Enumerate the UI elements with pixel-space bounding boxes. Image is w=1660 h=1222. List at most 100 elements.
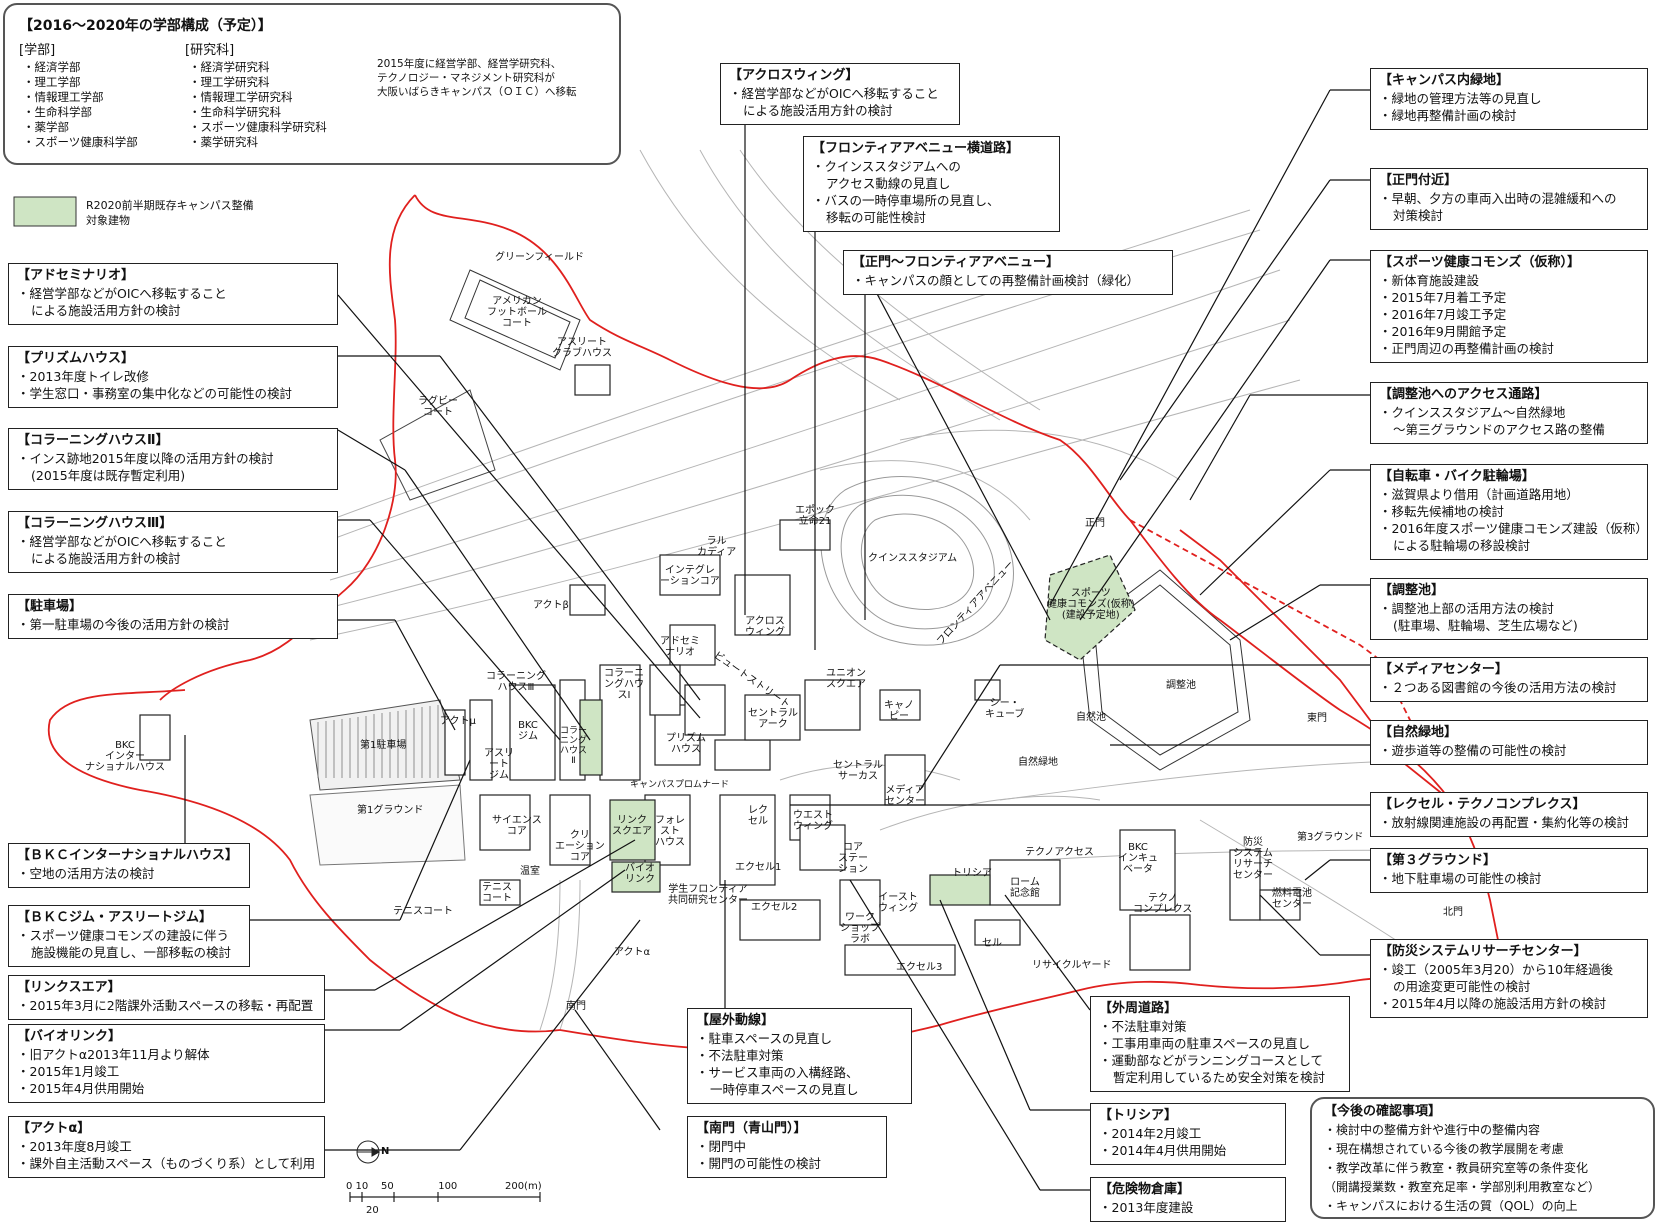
callout-item: 2015年4月供用開始 bbox=[17, 1080, 316, 1097]
label-north-gate: 北門 bbox=[1443, 907, 1463, 918]
grad-heading: [研究科] bbox=[185, 43, 235, 58]
label-line: ジム bbox=[489, 770, 509, 781]
callout-title: 【正門～フロンティアアベニュー】 bbox=[852, 255, 1059, 270]
callout-item: ２つある図書館の今後の活用方法の検討 bbox=[1379, 679, 1639, 696]
callout-rexel-techno: 【レクセル・テクノコンプレクス】 放射線関連施設の再配置・集約化等の検討 bbox=[1370, 792, 1648, 837]
regulating-pond bbox=[1079, 569, 1251, 771]
callout-pond-access: 【調整池へのアクセス通路】 クインススタジアム～自然緑地～第三グラウンドのアクセ… bbox=[1370, 382, 1648, 444]
callout-item: 竣工（2005年3月20）から10年経過後 bbox=[1379, 961, 1639, 978]
target-buildings bbox=[579, 699, 991, 906]
label-athlete-clubhouse: アスリートクラブハウス bbox=[552, 337, 612, 359]
label-line: バイオ bbox=[625, 863, 655, 874]
callout-title: 【正門付近】 bbox=[1379, 173, 1458, 188]
label-line: コラーニ bbox=[604, 668, 644, 679]
label-frontier-center: 学生フロンティア共同研究センター bbox=[668, 884, 748, 906]
callout-item: 不法駐車対策 bbox=[696, 1047, 903, 1064]
callout-item: による駐輪場の移設検討 bbox=[1393, 538, 1531, 553]
leader-lines bbox=[184, 89, 1370, 1191]
label-line: コラーニング bbox=[486, 671, 546, 682]
callout-item: 施設機能の見直し、一部移転の検討 bbox=[31, 945, 232, 960]
label-line: コート bbox=[502, 318, 532, 329]
label-line: ユニオン bbox=[826, 668, 866, 679]
callout-item: 暫定利用しているため安全対策を検討 bbox=[1113, 1070, 1326, 1085]
callout-title: 【危険物倉庫】 bbox=[1099, 1182, 1191, 1197]
callout-title: 【アクロスウィング】 bbox=[729, 68, 859, 83]
future-item: ・検討中の整備方針や進行中の整備内容 bbox=[1324, 1123, 1541, 1137]
future-item: ・現在構想されている今後の教学展開を考慮 bbox=[1324, 1142, 1564, 1156]
label-act-alpha: アクトα bbox=[614, 947, 651, 958]
label-line: センター bbox=[885, 796, 925, 807]
label-line: カディア bbox=[697, 547, 737, 558]
callout-item: 2015年4月以降の施設活用方針の検討 bbox=[1379, 995, 1639, 1012]
label-line: ングハウ bbox=[604, 679, 644, 690]
label-line: 記念館 bbox=[1010, 888, 1040, 899]
label-line: コア bbox=[843, 842, 863, 853]
label-excel-3: エクセル3 bbox=[896, 962, 943, 973]
label-line: ハウスⅢ bbox=[497, 682, 535, 693]
callout-title: 【駐車場】 bbox=[17, 599, 83, 614]
callout-item: 2015年7月着工予定 bbox=[1379, 289, 1639, 306]
label-line: 燃料電池 bbox=[1272, 888, 1312, 899]
label-line: サーカス bbox=[838, 771, 878, 782]
callout-item: 2013年度8月竣工 bbox=[17, 1138, 316, 1155]
label-adseminario: アドセミナリオ bbox=[660, 636, 700, 658]
callout-item: 駐車スペースの見直し bbox=[696, 1030, 903, 1047]
label-ground-3: 第3グラウンド bbox=[1297, 832, 1364, 843]
label-line: ウエスト bbox=[793, 810, 833, 821]
callout-colearning-2: 【コラーニングハウスⅡ】 インス跡地2015年度以降の活用方針の検討(2015年… bbox=[8, 428, 338, 490]
label-tennis-court-small: テニスコート bbox=[482, 882, 512, 904]
label-line: 共同研究センター bbox=[668, 895, 748, 906]
future-items-box: 【今後の確認事項】 ・検討中の整備方針や進行中の整備内容 ・現在構想されている今… bbox=[1310, 1097, 1655, 1219]
callout-item: の用途変更可能性の検討 bbox=[1393, 979, 1531, 994]
label-line: ウィング bbox=[878, 903, 918, 914]
label-cell: セル bbox=[982, 938, 1002, 949]
label-main-gate: 正門 bbox=[1085, 518, 1105, 529]
callout-title: 【メディアセンター】 bbox=[1379, 662, 1508, 677]
label-line: (建設予定地) bbox=[1061, 610, 1120, 621]
callout-sports-commons: 【スポーツ健康コモンズ（仮称）】 新体育施設建設2015年7月着工予定2016年… bbox=[1370, 250, 1648, 363]
label-union-square: ユニオンスクエア bbox=[826, 668, 866, 690]
label-bio-link: バイオリンク bbox=[625, 863, 655, 885]
label-line: スト bbox=[660, 826, 680, 837]
callout-item: 空地の活用方法の検討 bbox=[17, 865, 241, 882]
label-line: ナショナルハウス bbox=[85, 762, 165, 773]
label-workshop-lab: ワークショップラボ bbox=[840, 912, 880, 945]
label-excel-2: エクセル2 bbox=[751, 902, 798, 913]
undergrad-item: ・情報理工学部 bbox=[23, 90, 104, 104]
callout-main-gate-frontier: 【正門～フロンティアアベニュー】 キャンパスの顔としての再整備計画検討（緑化） bbox=[843, 250, 1173, 295]
label-line: コラー bbox=[560, 726, 588, 736]
label-ground-1: 第1グラウンド bbox=[357, 805, 424, 816]
callout-item: 運動部などがランニングコースとして bbox=[1099, 1052, 1341, 1069]
callout-item: 2015年1月竣工 bbox=[17, 1063, 316, 1080]
scale-bar bbox=[349, 1192, 541, 1202]
label-line: ワーク bbox=[845, 912, 875, 923]
future-items-title: 【今後の確認事項】 bbox=[1324, 1104, 1442, 1119]
callout-perimeter-road: 【外周道路】 不法駐車対策工事用車両の駐車スペースの見直し運動部などがランニング… bbox=[1090, 996, 1350, 1092]
label-recycle-yard: リサイクルヤード bbox=[1032, 960, 1112, 971]
label-tennis-court: テニスコート bbox=[393, 906, 453, 917]
label-parking-1: 第1駐車場 bbox=[360, 740, 407, 751]
callout-item: 遊歩道等の整備の可能性の検討 bbox=[1379, 742, 1639, 759]
label-east-gate: 東門 bbox=[1307, 713, 1327, 724]
callout-item: 旧アクトα2013年11月より解体 bbox=[17, 1046, 316, 1063]
label-line: コート bbox=[423, 407, 453, 418]
callout-ground-3: 【第３グラウンド】 地下駐車場の可能性の検討 bbox=[1370, 848, 1648, 893]
callout-item: による施設活用方針の検討 bbox=[31, 551, 181, 566]
label-fuel-cell: 燃料電池センター bbox=[1272, 888, 1312, 910]
grad-item: ・スポーツ健康科学研究科 bbox=[189, 120, 327, 134]
callout-item: 2015年3月に2階課外活動スペースの移転・再配置 bbox=[17, 997, 316, 1014]
undergrad-item: ・生命科学部 bbox=[23, 105, 92, 119]
label-line: フォレ bbox=[655, 815, 685, 826]
label-line: キャノ bbox=[884, 700, 914, 711]
label-techno-access: テクノアクセス bbox=[1025, 847, 1094, 858]
callout-item: ～第三グラウンドのアクセス路の整備 bbox=[1393, 422, 1605, 437]
callout-title: 【自転車・バイク駐輪場】 bbox=[1379, 469, 1535, 484]
callout-item: 経営学部などがOICへ移転すること bbox=[17, 285, 329, 302]
label-natural-pond: 自然池 bbox=[1076, 712, 1106, 723]
callout-title: 【アクトα】 bbox=[17, 1121, 91, 1136]
north-arrow bbox=[356, 1140, 381, 1164]
callout-item: 移転の可能性検討 bbox=[826, 210, 927, 225]
callout-title: 【キャンパス内緑地】 bbox=[1379, 73, 1510, 88]
label-line: ート bbox=[489, 759, 509, 770]
